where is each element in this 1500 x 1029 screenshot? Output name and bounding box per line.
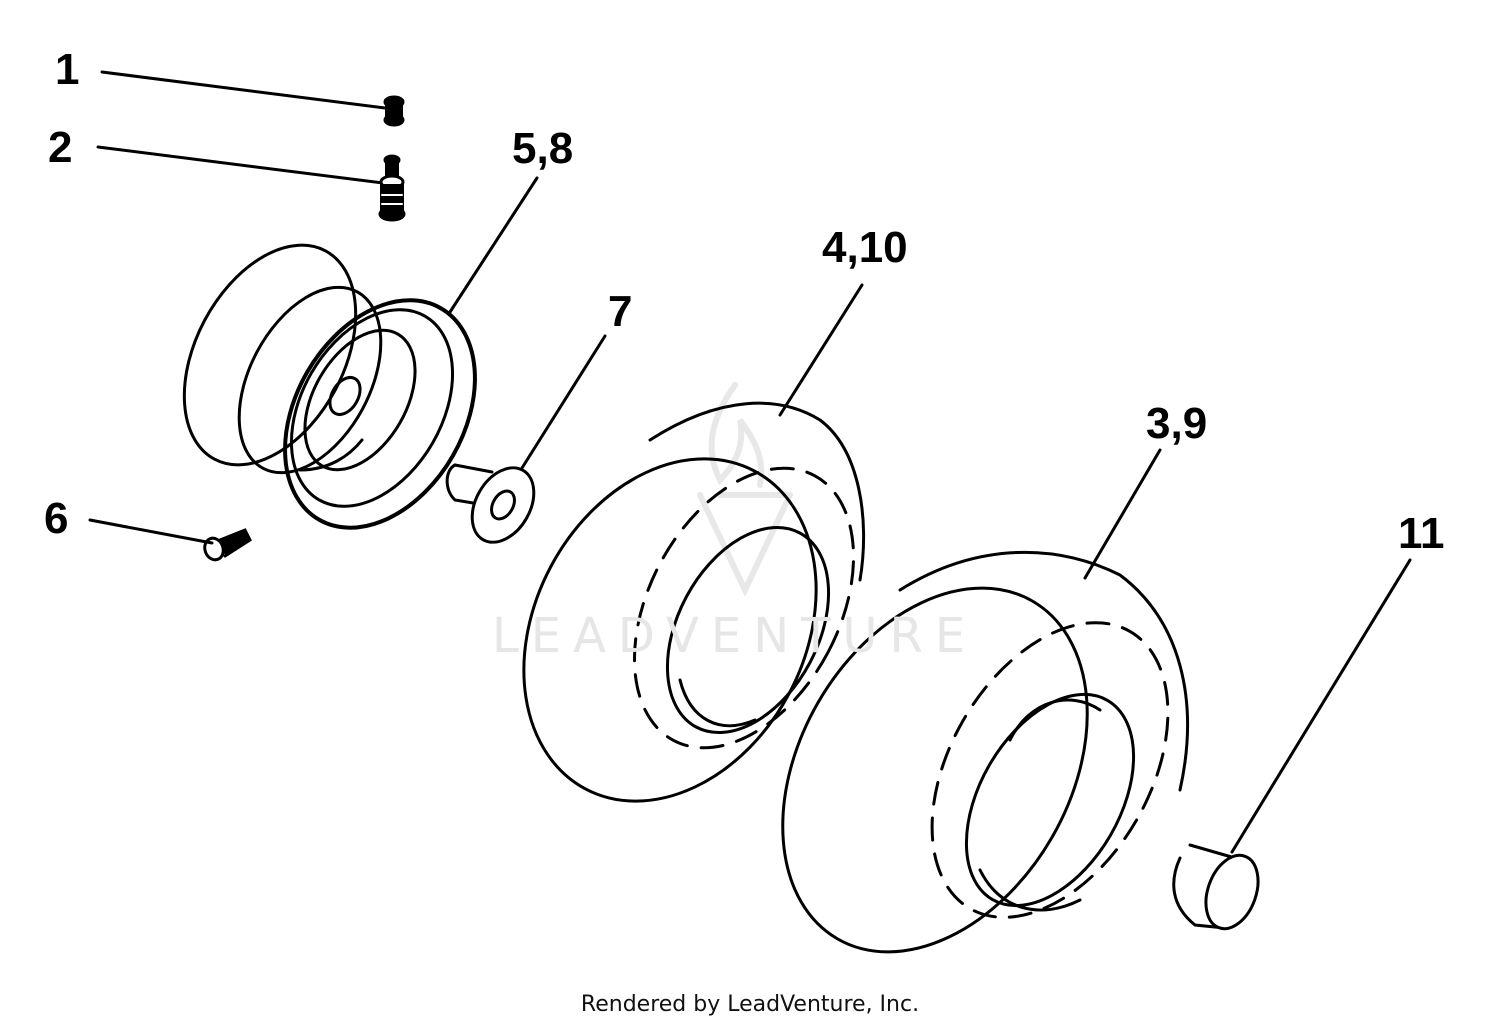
callout-11: 11 (1398, 509, 1445, 558)
callout-4-10: 4,10 (822, 223, 908, 272)
tire-part-front (522, 401, 866, 803)
bushing-part (445, 463, 536, 544)
callout-6: 6 (44, 494, 69, 543)
leader-lines (88, 70, 1412, 854)
callout-2: 2 (48, 123, 73, 172)
leader-line-7 (520, 334, 607, 470)
leader-line-3-9 (1083, 448, 1162, 580)
leader-line-5-8 (448, 176, 539, 314)
leader-line-11 (1230, 558, 1412, 854)
leader-line-2 (96, 145, 385, 185)
rim-part (182, 243, 477, 530)
leader-line-1 (100, 70, 387, 110)
valve-cap-part (383, 95, 405, 127)
valve-stem-part (378, 154, 406, 222)
leader-line-4-10 (778, 283, 864, 417)
callout-1: 1 (55, 45, 80, 94)
callout-7: 7 (608, 287, 633, 336)
leader-line-6 (88, 518, 214, 545)
hub-cap-part (1172, 843, 1260, 931)
rendered-by-footer: Rendered by LeadVenture, Inc. (580, 992, 920, 1017)
screw-part (203, 528, 252, 562)
watermark-text: LEADVENTURE (492, 608, 978, 664)
callout-3-9: 3,9 (1146, 399, 1208, 448)
callout-5-8: 5,8 (512, 124, 574, 173)
tire-part-rear (781, 550, 1189, 954)
